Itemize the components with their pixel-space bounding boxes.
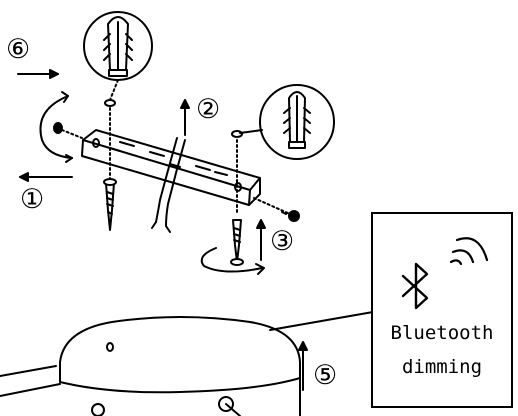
step-number-6: ⑥ xyxy=(6,34,31,64)
canopy-leader-2 xyxy=(0,383,61,397)
magnifier-leader-right xyxy=(239,129,263,134)
wall-hole-top xyxy=(104,99,116,107)
wall-hole-right xyxy=(231,130,243,138)
wall-anchor-icon xyxy=(103,16,133,77)
wall-anchor-icon-right xyxy=(283,91,311,149)
arrow-step-1 xyxy=(19,172,73,182)
canopy-leader-1 xyxy=(0,365,57,377)
wireless-signal-icon xyxy=(449,237,489,266)
screw-icon-right xyxy=(230,219,244,266)
screw-guide-end xyxy=(61,129,83,139)
step-number-1: ① xyxy=(20,184,45,214)
step-number-2: ② xyxy=(196,94,221,124)
arrow-step-2 xyxy=(180,99,190,136)
power-cable xyxy=(151,137,186,233)
end-screw-icon xyxy=(53,122,63,134)
callout-leader xyxy=(269,311,374,331)
screw-icon-left xyxy=(103,178,117,231)
callout-label-line2: dimming xyxy=(401,356,483,378)
lamp-canopy xyxy=(59,316,301,416)
callout-label-line1: Bluetooth xyxy=(390,322,494,344)
arrow-step-5 xyxy=(298,341,308,391)
magnifier-circle-right xyxy=(259,84,335,160)
arrow-step-6 xyxy=(17,69,59,79)
bluetooth-callout: Bluetooth dimming xyxy=(371,212,513,408)
step-number-5: ⑤ xyxy=(313,360,338,390)
magnifier-leader-top xyxy=(109,79,119,101)
rotation-arrow-left xyxy=(39,91,73,163)
small-screw-icon xyxy=(281,210,300,222)
step-number-3: ③ xyxy=(270,226,295,256)
arrow-step-3 xyxy=(256,219,266,261)
screw-guide-side xyxy=(253,197,291,215)
rotation-arrow-bottom xyxy=(200,247,265,275)
bluetooth-icon xyxy=(401,237,489,310)
